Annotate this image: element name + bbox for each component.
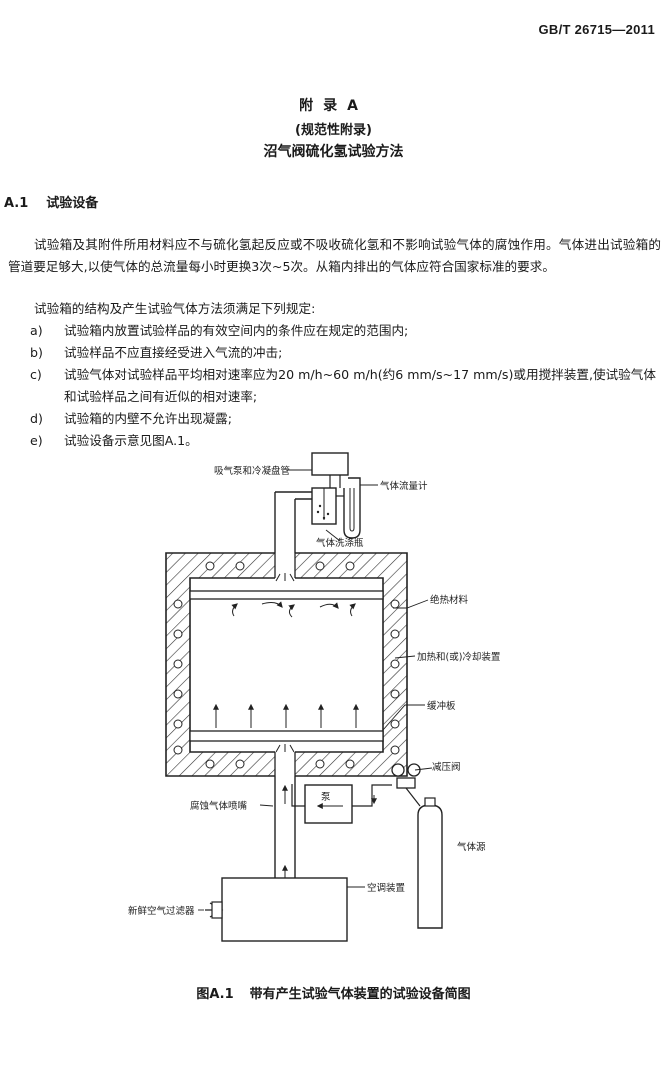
label-insulation: 绝热材料	[430, 594, 469, 606]
circulation-arrows	[231, 601, 356, 618]
gas-flow-arrows	[213, 703, 359, 728]
list-marker: d)	[30, 411, 43, 426]
list-text: 试验样品不应直接经受进入气流的冲击;	[64, 345, 283, 360]
section-number: A.1	[4, 196, 29, 211]
air-conditioner-box	[221, 877, 348, 942]
list-item: e) 试验设备示意见图A.1。	[30, 430, 665, 452]
pump-box	[304, 784, 353, 824]
inlet-pipe-opening	[275, 751, 295, 777]
annex-subtitle: 沼气阀硫化氢试验方法	[263, 144, 404, 160]
list-item: d) 试验箱的内壁不允许出现凝露;	[30, 408, 665, 430]
pump-condenser-box	[311, 452, 349, 476]
annex-type: (规范性附录)	[295, 123, 372, 138]
gas-cylinder	[417, 804, 443, 929]
label-baffle: 缓冲板	[427, 700, 456, 712]
section-heading: A.1 试验设备	[4, 192, 98, 211]
section-title: 试验设备	[46, 196, 99, 211]
baffle-plate	[189, 730, 384, 742]
label-pump-condenser: 吸气泵和冷凝盘管	[214, 465, 290, 477]
paragraph-materials: 试验箱及其附件所用材料应不与硫化氢起反应或不吸收硫化氢和不影响试验气体的腐蚀作用…	[8, 237, 661, 274]
list-text: 试验箱的内壁不允许出现凝露;	[64, 411, 232, 426]
list-marker: a)	[30, 323, 43, 338]
wash-bottle-bubbles	[316, 504, 330, 520]
label-nozzle: 腐蚀气体喷嘴	[190, 800, 248, 812]
label-regulator: 减压阀	[432, 761, 461, 773]
paragraph-requirements-intro: 试验箱的结构及产生试验气体方法须满足下列规定:	[34, 301, 316, 316]
pressure-regulator	[391, 763, 421, 789]
outlet-pipe	[274, 491, 312, 553]
list-item: b) 试验样品不应直接经受进入气流的冲击;	[30, 342, 665, 364]
list-item: c) 试验气体对试验样品平均相对速率应为20 m/h~60 m/h(约6 mm/…	[30, 364, 665, 408]
list-marker: c)	[30, 367, 42, 382]
annex-title: 附录A	[299, 98, 368, 114]
label-gas-source: 气体源	[457, 841, 486, 853]
list-marker: b)	[30, 345, 43, 360]
flowmeter	[343, 477, 361, 539]
label-pump: 泵	[321, 792, 331, 803]
list-text: 试验气体对试验样品平均相对速率应为20 m/h~60 m/h(约6 mm/s~1…	[64, 367, 656, 404]
figure-caption-text: 带有产生试验气体装置的试验设备简图	[249, 987, 471, 1002]
leader-lines	[198, 469, 433, 911]
spray-marks	[275, 573, 295, 753]
label-air-conditioner: 空调装置	[367, 882, 405, 894]
label-heating-cooling: 加热和(或)冷却装置	[417, 651, 500, 663]
label-wash-bottle: 气体洗涤瓶	[316, 537, 364, 549]
list-text: 试验设备示意见图A.1。	[64, 433, 198, 448]
label-fresh-air-filter: 新鲜空气过滤器	[128, 905, 195, 917]
top-plate	[189, 590, 384, 600]
list-marker: e)	[30, 433, 43, 448]
list-text: 试验箱内放置试验样品的有效空间内的条件应在规定的范围内;	[64, 323, 409, 338]
standard-code: GB/T 26715—2011	[538, 22, 655, 37]
outlet-pipe-opening	[275, 552, 295, 579]
figure-caption: 图A.1 带有产生试验气体装置的试验设备简图	[0, 983, 667, 1002]
figure-number: 图A.1	[196, 987, 234, 1002]
list-item: a) 试验箱内放置试验样品的有效空间内的条件应在规定的范围内;	[30, 320, 665, 342]
chamber-wall	[165, 552, 408, 777]
heating-coil	[173, 561, 400, 769]
label-flowmeter: 气体流量计	[380, 480, 428, 492]
inlet-pipe	[274, 776, 296, 878]
